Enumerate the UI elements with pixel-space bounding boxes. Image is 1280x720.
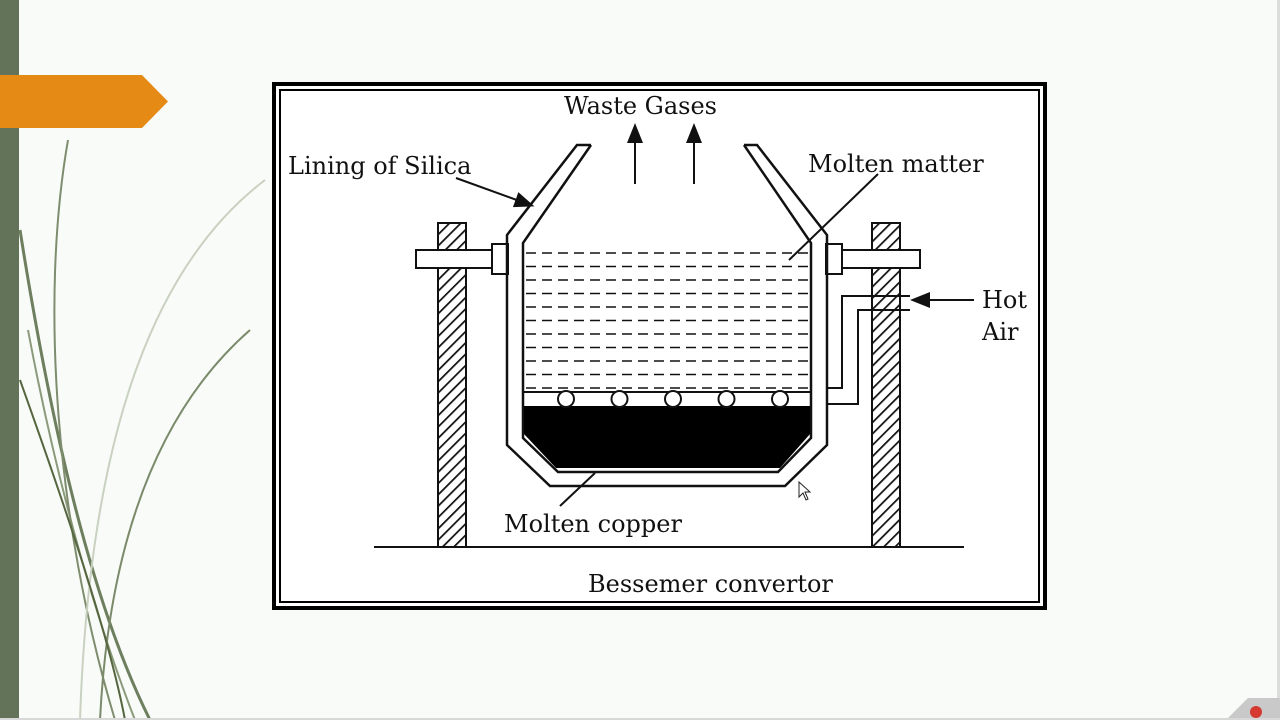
convertor-outer-wall (505, 143, 829, 488)
right-trunnion-collar (825, 243, 843, 275)
left-trunnion-collar (491, 243, 509, 275)
tuyere-bubble (664, 390, 682, 408)
label-molten-copper: Molten copper (504, 510, 682, 538)
right-trunnion (831, 249, 921, 269)
screencast-logo-icon (1226, 698, 1280, 720)
slide-bottom-edge (0, 718, 1280, 720)
label-air: Air (981, 318, 1019, 346)
label-lining-of-silica: Lining of Silica (288, 152, 471, 180)
silica-lining (521, 144, 813, 474)
tuyere-bubble (610, 390, 629, 408)
molten-copper-layer (524, 406, 810, 468)
left-support-pillar (437, 222, 467, 548)
diagram-frame: Waste Gases Lining of Silica Molten matt… (272, 82, 1047, 610)
left-trunnion (415, 249, 505, 269)
orange-arrow-shape (0, 75, 168, 128)
molten-matter-dashes (524, 252, 810, 393)
decorative-stems (18, 139, 266, 720)
label-molten-matter: Molten matter (808, 150, 984, 178)
tuyere-bubble (557, 390, 575, 408)
diagram-canvas: Waste Gases Lining of Silica Molten matt… (276, 86, 1043, 606)
mouse-cursor-icon (798, 481, 812, 501)
diagram-caption: Bessemer convertor (588, 570, 833, 598)
label-hot: Hot (982, 286, 1027, 314)
tuyere-bubble (771, 390, 789, 408)
lining-leader-line (455, 177, 535, 208)
right-support-pillar (871, 222, 901, 548)
tuyere-bubble (717, 390, 736, 408)
molten-copper-leader-line (559, 472, 596, 507)
label-waste-gases: Waste Gases (564, 92, 717, 120)
slide-right-edge (1277, 0, 1280, 720)
molten-matter-leader-line (788, 173, 879, 261)
bessemer-convertor-diagram: Waste Gases Lining of Silica Molten matt… (288, 92, 1027, 598)
tuyeres (557, 390, 789, 408)
slide-left-accent-bar (0, 0, 19, 720)
air-pipe (827, 295, 910, 405)
